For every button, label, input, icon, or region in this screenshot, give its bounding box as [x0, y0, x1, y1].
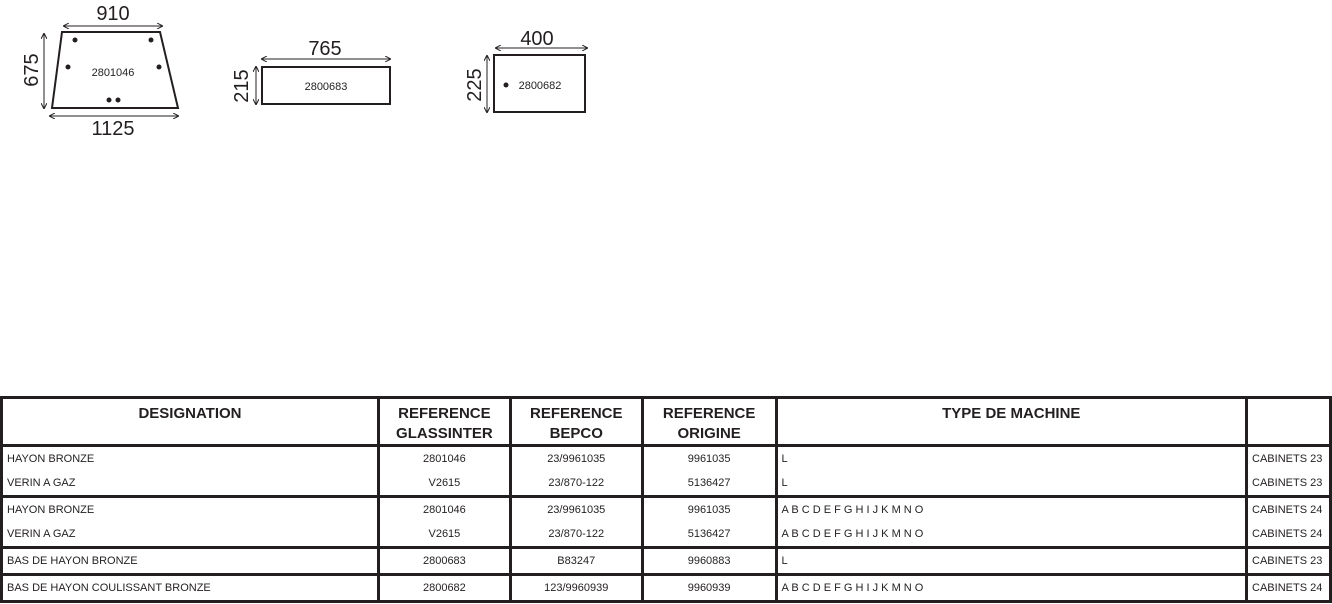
cell-reference-bepco: 23/870-122: [508, 522, 644, 548]
header-designation: DESIGNATION: [0, 396, 380, 447]
header-line: DESIGNATION: [138, 405, 242, 422]
cell-reference-origine: 9961035: [640, 495, 778, 522]
cell-type-de-machine: L: [774, 444, 1249, 471]
cell-reference-origine: 9960883: [640, 546, 778, 575]
dimension-bottom: 1125: [91, 118, 134, 140]
cell-type-de-machine: A B C D E F G H I J K M N O: [774, 495, 1249, 522]
diagram-2800682: 400 225 2800682: [464, 28, 587, 113]
cell-type-de-machine: A B C D E F G H I J K M N O: [774, 522, 1249, 548]
header-line: REFERENCE: [662, 405, 756, 422]
dimension-height: 225: [464, 68, 486, 101]
diagram-2801046: 910 675 1125 2801046: [21, 3, 180, 140]
cell-reference-glassinter: 2801046: [376, 444, 512, 471]
diagram-2800683: 765 215 2800683: [231, 38, 391, 105]
cell-designation: VERIN A GAZ: [0, 522, 380, 548]
cell-reference-glassinter: 2800682: [376, 573, 512, 603]
header-cabinet: [1245, 396, 1332, 447]
header-line: ORIGINE: [677, 425, 741, 442]
cell-type-de-machine: A B C D E F G H I J K M N O: [774, 573, 1249, 603]
cell-reference-bepco: 23/9961035: [508, 444, 644, 471]
cell-reference-glassinter: V2615: [376, 522, 512, 548]
parts-table: DESIGNATION REFERENCE GLASSINTER REFERENCE B…: [0, 396, 1332, 603]
header-reference-origine: REFERENCE ORIGINE: [640, 396, 778, 447]
header-line: TYPE DE MACHINE: [942, 405, 1081, 422]
cell-reference-bepco: 23/870-122: [508, 471, 644, 497]
cell-cabinet: CABINETS 23: [1245, 471, 1332, 497]
header-reference-glassinter: REFERENCE GLASSINTER: [376, 396, 512, 447]
cell-reference-origine: 9960939: [640, 573, 778, 603]
cell-reference-glassinter: V2615: [376, 471, 512, 497]
part-number: 2801046: [92, 67, 135, 79]
glass-diagrams: 910 675 1125 2801046 765 215 2800683 400…: [21, 3, 640, 140]
header-line: GLASSINTER: [396, 425, 493, 442]
header-line: BEPCO: [549, 425, 603, 442]
dimension-top: 910: [96, 3, 129, 25]
cell-cabinet: CABINETS 23: [1245, 546, 1332, 575]
cell-reference-bepco: B83247: [508, 546, 644, 575]
part-number: 2800682: [519, 80, 562, 92]
cell-cabinet: CABINETS 23: [1245, 444, 1332, 471]
part-number: 2800683: [305, 81, 348, 93]
cell-reference-origine: 5136427: [640, 522, 778, 548]
header-type-de-machine: TYPE DE MACHINE: [774, 396, 1249, 447]
dimension-height: 675: [21, 53, 43, 86]
header-line: REFERENCE: [398, 405, 491, 422]
cell-cabinet: CABINETS 24: [1245, 573, 1332, 603]
header-line: REFERENCE: [530, 405, 623, 422]
cell-reference-origine: 9961035: [640, 444, 778, 471]
cell-cabinet: CABINETS 24: [1245, 522, 1332, 548]
dimension-width: 400: [520, 28, 553, 50]
cell-reference-origine: 5136427: [640, 471, 778, 497]
cell-cabinet: CABINETS 24: [1245, 495, 1332, 522]
cell-designation: VERIN A GAZ: [0, 471, 380, 497]
cell-type-de-machine: L: [774, 546, 1249, 575]
dimension-height: 215: [231, 69, 253, 102]
cell-designation: BAS DE HAYON BRONZE: [0, 546, 380, 575]
cell-designation: HAYON BRONZE: [0, 444, 380, 471]
dimension-width: 765: [308, 38, 341, 60]
cell-reference-glassinter: 2801046: [376, 495, 512, 522]
cell-reference-bepco: 123/9960939: [508, 573, 644, 603]
cell-reference-glassinter: 2800683: [376, 546, 512, 575]
cell-reference-bepco: 23/9961035: [508, 495, 644, 522]
cell-designation: BAS DE HAYON COULISSANT BRONZE: [0, 573, 380, 603]
cell-designation: HAYON BRONZE: [0, 495, 380, 522]
header-reference-bepco: REFERENCE BEPCO: [508, 396, 644, 447]
cell-type-de-machine: L: [774, 471, 1249, 497]
